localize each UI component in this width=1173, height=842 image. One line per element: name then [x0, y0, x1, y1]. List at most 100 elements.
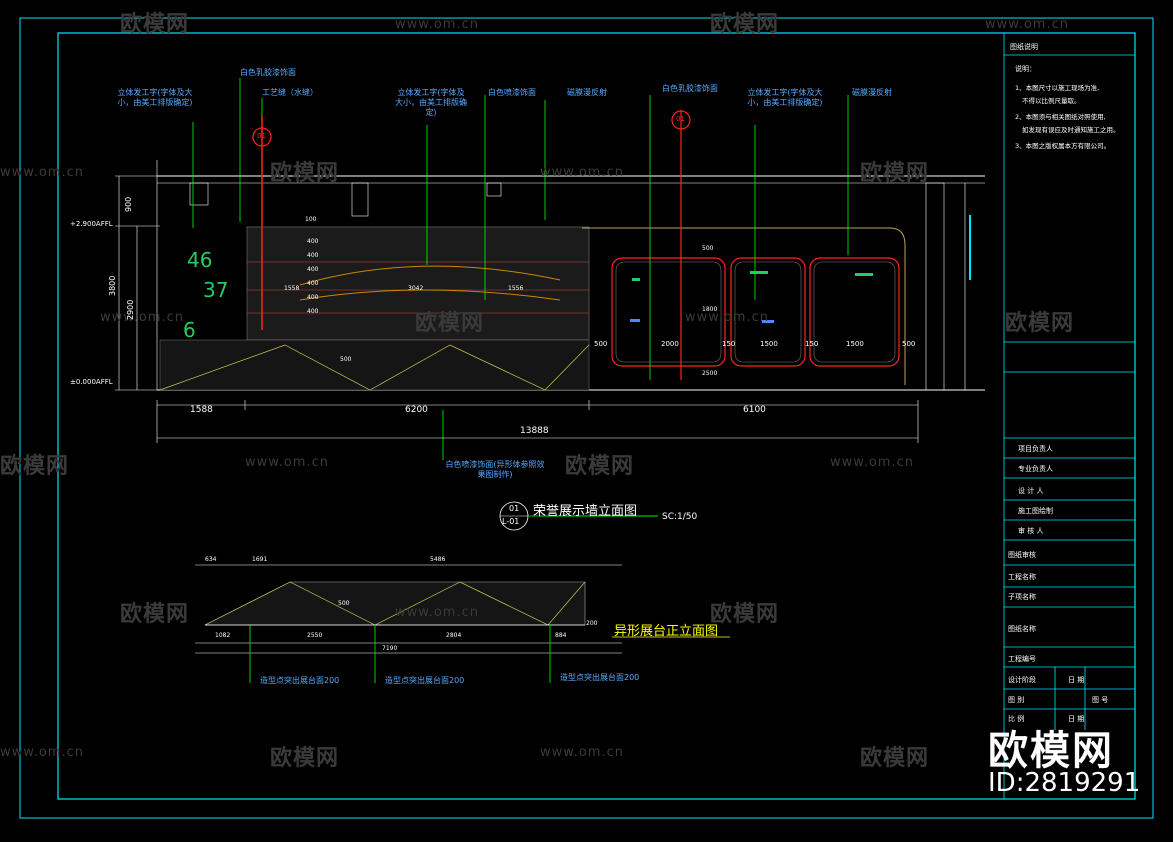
panel-dim: 2000: [661, 340, 679, 348]
stand-total: 7190: [382, 645, 398, 652]
dim-vertical: 3800: [108, 275, 117, 296]
dim-horizontal: 1588: [190, 405, 213, 415]
watermark-brand: 欧模网: [710, 12, 780, 37]
panel-dim: 1500: [846, 340, 864, 348]
stand-callout: 造型点突出展台面200: [385, 676, 465, 685]
tb-row: 设计阶段: [1008, 676, 1036, 684]
callout-bottom: 白色喷漆饰面(异形体参照效果图制作): [445, 460, 545, 479]
dimension-lines: [115, 175, 919, 443]
stand-dim: 2804: [446, 632, 462, 639]
stand-dim: 5486: [430, 556, 446, 563]
panel-dim: 1500: [760, 340, 778, 348]
stand-dim: 1691: [252, 556, 268, 563]
tb-row: 图 别: [1008, 696, 1025, 704]
wall-elevation: [156, 110, 985, 391]
stand-dim: 884: [555, 632, 567, 639]
tb-row: 设 计 人: [1018, 487, 1044, 495]
stand-dim: 1082: [215, 632, 231, 639]
tag-top: 01: [509, 504, 520, 513]
honor-number: 46: [187, 248, 213, 272]
inner-dim: 1558: [284, 285, 300, 292]
stand-callout: 造型点突出展台面200: [260, 676, 340, 685]
watermark-url: www.om.cn: [540, 165, 624, 180]
note-line-5: 3、本图之版权属本方有限公司。: [1015, 142, 1111, 150]
callout: 立体发工字(字体及大小，由美工排版确定): [117, 88, 193, 107]
callout: 工艺缝（水缝）: [262, 88, 318, 97]
level-mark: ±0.000AFFL: [70, 378, 113, 386]
callout: 磁膜漫反射: [852, 88, 892, 97]
watermark-url: www.om.cn: [395, 17, 479, 32]
watermark-brand: 欧模网: [0, 454, 70, 479]
tb-row: 子项名称: [1008, 593, 1036, 601]
tb-row: 项目负责人: [1018, 445, 1053, 453]
inner-dim: 2500: [702, 370, 718, 377]
honor-number: 37: [203, 278, 229, 302]
scale: SC:1/50: [662, 512, 698, 522]
inner-dim: 400: [307, 280, 319, 287]
watermark-url: www.om.cn: [245, 455, 329, 470]
watermark-brand: 欧模网: [860, 161, 930, 186]
inner-dim: 1556: [508, 285, 524, 292]
inner-dim: 1800: [702, 306, 718, 313]
watermark-brand: 欧模网: [120, 602, 190, 627]
watermark-brand: 欧模网: [1005, 311, 1075, 336]
notes-title: 说明：: [1015, 65, 1036, 73]
watermark-url: www.om.cn: [985, 17, 1069, 32]
stand-dim: 2550: [307, 632, 323, 639]
watermark-brand: 欧模网: [270, 161, 340, 186]
callout: 白色乳胶漆饰面: [240, 68, 296, 77]
inner-dim: 400: [307, 252, 319, 259]
tb-row: 工程编号: [1008, 655, 1036, 663]
tb-row: 比 例: [1008, 715, 1025, 723]
watermark-brand: 欧模网: [710, 602, 780, 627]
callout: 白色喷漆饰面: [488, 88, 536, 97]
inner-dim: 3042: [408, 285, 424, 292]
stand-height: 200: [586, 620, 598, 627]
watermark-brand: 欧模网: [415, 311, 485, 336]
notes-header: 图纸说明: [1010, 43, 1038, 51]
stand-elevation: [195, 564, 730, 683]
note-line-3: 2、本图须与相关图纸对照使用,: [1015, 113, 1106, 121]
inner-dim: 400: [307, 238, 319, 245]
inner-dim: 100: [305, 216, 317, 223]
section-marker: 01: [676, 115, 685, 123]
watermark-url: www.om.cn: [830, 455, 914, 470]
watermark-url: www.om.cn: [685, 310, 769, 325]
dim-total: 13888: [520, 426, 549, 436]
tb-cell-right: 图 号: [1092, 696, 1109, 704]
tb-row: 图纸审核: [1008, 551, 1036, 559]
tb-row: 施工图绘制: [1018, 507, 1053, 515]
title-block: [1003, 33, 1135, 799]
outer-frame: [19, 17, 1154, 819]
dim-horizontal: 6100: [743, 405, 766, 415]
panel-dim: 150: [722, 340, 736, 348]
tb-row: 审 核 人: [1018, 527, 1044, 535]
watermark-brand: 欧模网: [860, 746, 930, 771]
watermark-url: www.om.cn: [395, 605, 479, 620]
panel-dim: 150: [805, 340, 819, 348]
note-line-4: 如发现有误应及时通知施工之用。: [1022, 126, 1120, 134]
dim-vertical: 2900: [126, 299, 135, 320]
site-logo: 欧模网: [988, 728, 1114, 774]
watermark-brand: 欧模网: [565, 454, 635, 479]
section-marker: 01: [257, 132, 266, 140]
watermark-url: www.om.cn: [0, 165, 84, 180]
watermark-url: www.om.cn: [540, 745, 624, 760]
callout: 立体发工字(字体及大小，由美工排版确定): [395, 88, 467, 117]
tb-cell-right: 日 期: [1068, 676, 1085, 684]
dim-horizontal: 6200: [405, 405, 428, 415]
stand-callout: 造型点突出展台面200: [560, 673, 640, 682]
callout: 立体发工字(字体及大小，由美工排版确定): [747, 88, 823, 107]
watermark-brand: 欧模网: [270, 746, 340, 771]
note-line-1: 1、本图尺寸以施工现场为准,: [1015, 84, 1100, 92]
panel-dim: 500: [902, 340, 916, 348]
honor-number: 6: [183, 318, 196, 342]
level-mark: +2.900AFFL: [70, 220, 113, 228]
tb-row: 图纸名称: [1008, 625, 1036, 633]
stand-dim: 634: [205, 556, 217, 563]
callout: 白色乳胶漆饰面: [662, 84, 718, 93]
inner-dim: 400: [307, 266, 319, 273]
inner-dim: 500: [702, 245, 714, 252]
